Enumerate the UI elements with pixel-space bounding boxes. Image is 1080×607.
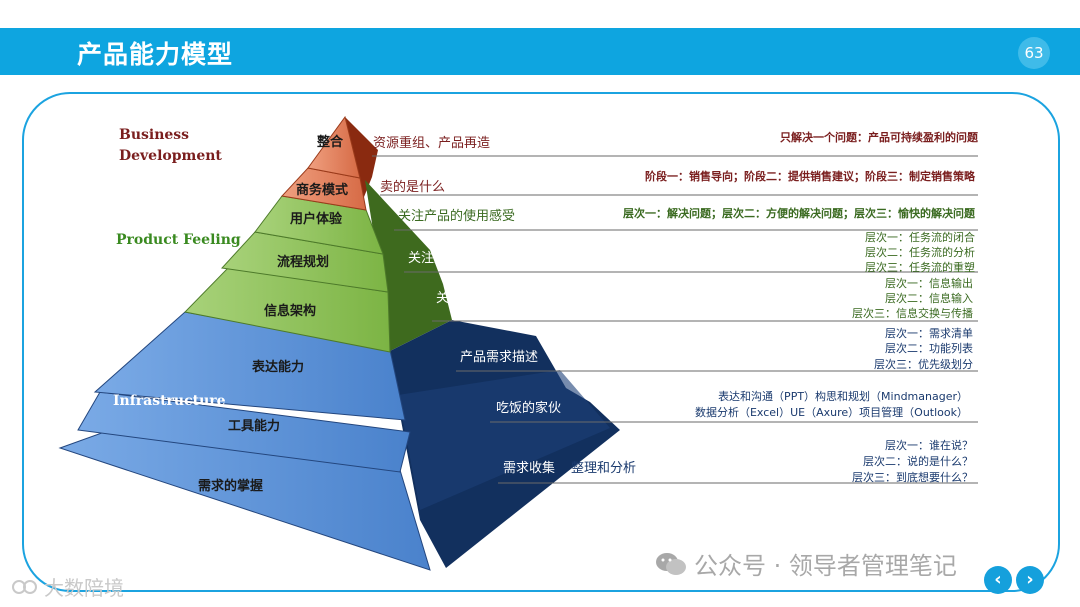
side-label-8b: 整理和分析 <box>571 461 636 476</box>
side-label-3: 关注产品的使用感受 <box>398 208 515 224</box>
corner-watermark-text: 大数陪境 <box>44 576 124 600</box>
note-7a: 表达和沟通（PPT）构思和规划（Mindmanager） <box>718 389 968 403</box>
note-2: 阶段一：销售导向；阶段二：提供销售建议；阶段三：制定销售策略 <box>645 169 976 183</box>
label-demand: 需求的掌握 <box>198 478 263 494</box>
label-express: 表达能力 <box>251 359 304 375</box>
label-flow: 流程规划 <box>277 254 329 270</box>
next-slide-button[interactable]: › <box>1016 566 1044 594</box>
note-5c: 层次三：信息交换与传播 <box>852 306 973 320</box>
header-bar <box>0 28 1080 75</box>
label-info-arch: 信息架构 <box>264 303 316 319</box>
side-label-7: 吃饭的家伙 <box>496 400 561 416</box>
prev-slide-button[interactable]: ‹ <box>984 566 1012 594</box>
page-number-badge: 63 <box>1018 37 1050 69</box>
note-1: 只解决一个问题：产品可持续盈利的问题 <box>780 130 979 144</box>
note-5b: 层次二：信息输入 <box>885 291 973 305</box>
slide-nav: ‹ › <box>984 566 1044 594</box>
side-label-2: 卖的是什么 <box>380 179 445 195</box>
side-face-navy-shade <box>398 370 610 510</box>
note-4c: 层次三：任务流的重塑 <box>865 260 975 274</box>
note-6c: 层次三：优先级划分 <box>874 357 973 371</box>
link-icon <box>12 579 37 594</box>
label-user-exp: 用户体验 <box>289 211 343 227</box>
category-product-feeling: Product Feeling <box>116 232 241 248</box>
note-8c: 层次三：到底想要什么？ <box>852 470 973 484</box>
layer-tools-shape <box>77 391 411 473</box>
layer-integrate-shape <box>307 115 361 179</box>
note-3: 层次一：解决问题；层次二：方便的解决问题；层次三：愉快的解决问题 <box>622 206 976 220</box>
page-title: 产品能力模型 <box>77 40 234 69</box>
category-infrastructure: Infrastructure <box>113 393 226 409</box>
note-5a: 层次一：信息输出 <box>885 276 973 290</box>
wechat-watermark: 公众号 · 领导者管理笔记 <box>654 546 957 581</box>
label-integrate: 整合 <box>316 134 344 150</box>
note-6b: 层次二：功能列表 <box>885 341 973 355</box>
side-label-1: 资源重组、产品再造 <box>373 135 490 151</box>
note-8a: 层次一：谁在说？ <box>885 438 973 452</box>
note-4b: 层次二：任务流的分析 <box>865 245 975 259</box>
note-4a: 层次一：任务流的闭合 <box>865 230 975 244</box>
content-frame <box>22 92 1060 592</box>
note-6a: 层次一：需求清单 <box>885 326 973 340</box>
side-label-6: 产品需求描述 <box>460 350 538 365</box>
category-business-line2: Development <box>119 148 222 164</box>
side-label-4: 关注产品中的任务流 <box>408 250 525 266</box>
wechat-icon <box>656 552 686 575</box>
corner-watermark: 大数陪境 <box>10 572 124 601</box>
label-tools: 工具能力 <box>228 418 280 434</box>
note-7b: 数据分析（Excel）UE（Axure）项目管理（Outlook） <box>695 405 968 419</box>
label-business-model: 商务模式 <box>296 182 348 198</box>
side-label-5: 关注产品中的信息 <box>436 290 540 306</box>
category-business-line1: Business <box>119 127 189 143</box>
side-label-8a: 需求收集 <box>503 460 555 476</box>
watermark-text: 公众号 · 领导者管理笔记 <box>694 552 957 580</box>
note-8b: 层次二：说的是什么？ <box>863 454 973 468</box>
